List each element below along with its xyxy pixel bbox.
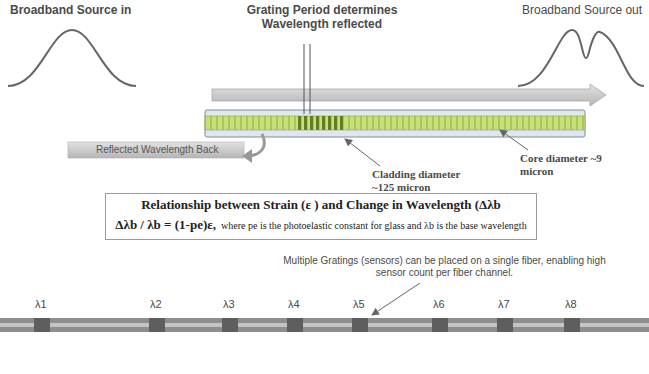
bragg-grating [298,116,343,130]
wavelength-label: λ2 [150,298,162,311]
cladding-leader [345,139,380,166]
sensor-gratings [34,318,580,332]
reflected-band [68,142,244,158]
fiber-core [205,116,585,130]
formula-note: where pe is the photoelastic constant fo… [221,220,527,231]
sensor-fiber [0,318,649,332]
wavelength-label: λ4 [288,298,300,311]
period-marker [310,44,311,114]
input-spectrum [8,30,136,86]
output-spectrum [518,30,644,86]
reflected-label: Reflected Wavelength Back [96,144,218,156]
core-leader [500,130,528,150]
wavelength-label: λ3 [223,298,235,311]
formula-box: Relationship between Strain (ε ) and Cha… [105,193,537,240]
formula-heading: Relationship between Strain (ε ) and Cha… [114,197,528,214]
transmit-arrow [212,84,606,106]
formula-line: Δλb / λb = (1-pe)ε, where pe is the photo… [114,214,528,235]
wavelength-label: λ7 [498,298,510,311]
wavelength-label: λ8 [565,298,577,311]
fiber-cladding [205,110,585,137]
multiplex-note: Multiple Gratings (sensors) can be place… [272,255,617,278]
wavelength-label: λ1 [35,298,47,311]
core-label: Core diameter ~9 micron [520,152,612,177]
sensor-leader [372,283,420,315]
wavelength-label: λ6 [433,298,445,311]
reflected-turn-head [242,149,252,163]
grating-note: Grating Period determines Wavelength ref… [222,4,422,32]
formula: Δλb / λb = (1-pe)ε, [115,217,216,232]
wavelength-label: λ5 [353,298,365,311]
sensor-fiber-core [0,323,649,327]
source-label: Broadband Source out [522,4,642,18]
cladding-label: Cladding diameter ~125 micron [372,168,484,193]
source-label: Broadband Source in [10,4,131,18]
period-marker [304,44,305,114]
